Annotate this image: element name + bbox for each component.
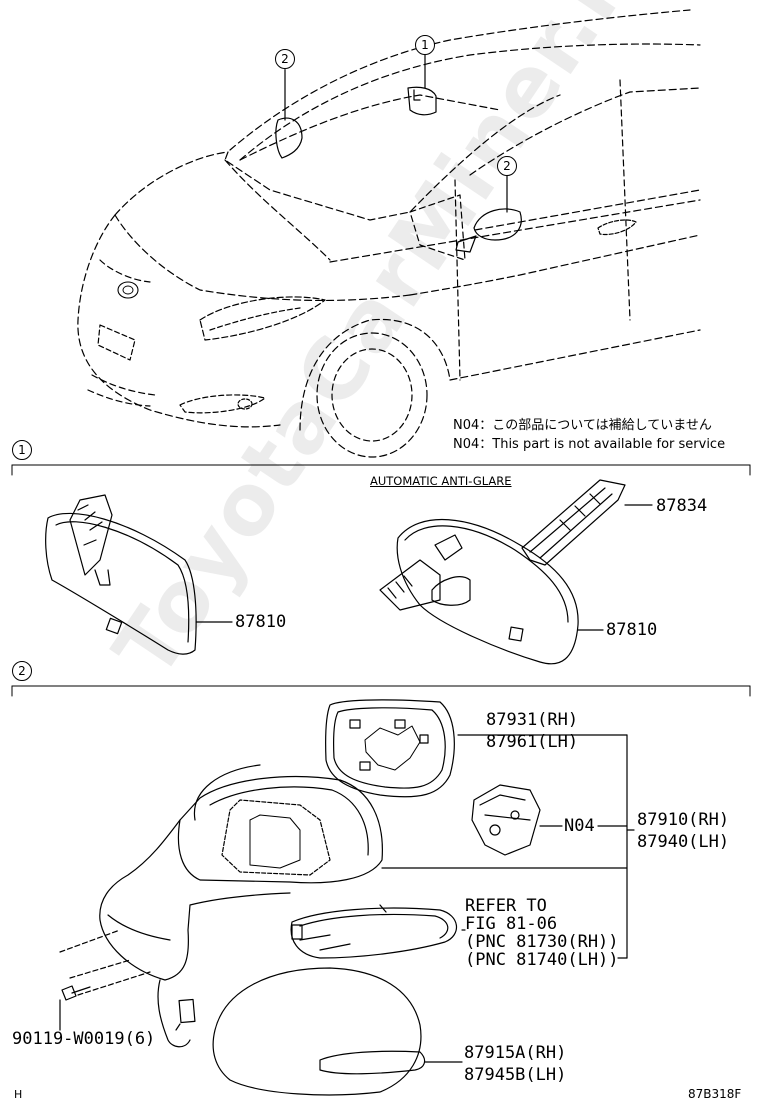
part-number-87931-rh[interactable]: 87931(RH) — [486, 710, 579, 730]
note-n04-japanese: N04：この部品については補給していません — [453, 418, 712, 433]
section-callout-1: 1 — [12, 440, 32, 460]
note-code-n04: N04 — [564, 816, 595, 836]
car-overview — [77, 9, 701, 458]
part-number-87834[interactable]: 87834 — [656, 496, 708, 516]
footer-left-code: H — [14, 1088, 23, 1101]
refer-to-line-2[interactable]: FIG 81-06 — [465, 914, 558, 934]
turn-signal-lamp — [290, 904, 466, 959]
mirror-glass — [325, 699, 628, 798]
part-number-87915a-rh[interactable]: 87915A(RH) — [464, 1043, 567, 1063]
anti-glare-cover — [521, 479, 653, 566]
section-callout-2: 2 — [12, 661, 32, 681]
caption-automatic-anti-glare: AUTOMATIC ANTI-GLARE — [370, 474, 512, 488]
part-number-87810-standard[interactable]: 87810 — [235, 612, 287, 632]
part-number-87910-rh[interactable]: 87910(RH) — [637, 810, 730, 830]
outer-mirror-body — [59, 764, 628, 1048]
refer-to-line-3: (PNC 81730(RH)) — [465, 932, 619, 952]
callout-mirror-outer: 2 — [275, 49, 295, 69]
group-bracket — [617, 734, 635, 959]
footer-figure-id: 87B318F — [688, 1087, 742, 1101]
refer-to-line-1: REFER TO — [465, 896, 547, 916]
part-number-87940-lh[interactable]: 87940(LH) — [637, 832, 730, 852]
part-number-87945b-lh[interactable]: 87945B(LH) — [464, 1065, 567, 1085]
inner-mirror-standard — [45, 494, 233, 655]
refer-to-line-4: (PNC 81740(LH)) — [465, 950, 619, 970]
callout-mirror-side: 2 — [497, 156, 517, 176]
part-number-87961-lh[interactable]: 87961(LH) — [486, 732, 579, 752]
part-number-87810-anti-glare[interactable]: 87810 — [606, 620, 658, 640]
part-number-90119-w0019[interactable]: 90119-W0019(6) — [12, 1029, 156, 1049]
inner-mirror-anti-glare — [379, 518, 604, 665]
mirror-cover — [212, 967, 463, 1096]
mirror-motor — [471, 784, 628, 856]
callout-mirror-inner: 1 — [415, 35, 435, 55]
note-n04-english: N04：This part is not available for servi… — [453, 437, 726, 452]
